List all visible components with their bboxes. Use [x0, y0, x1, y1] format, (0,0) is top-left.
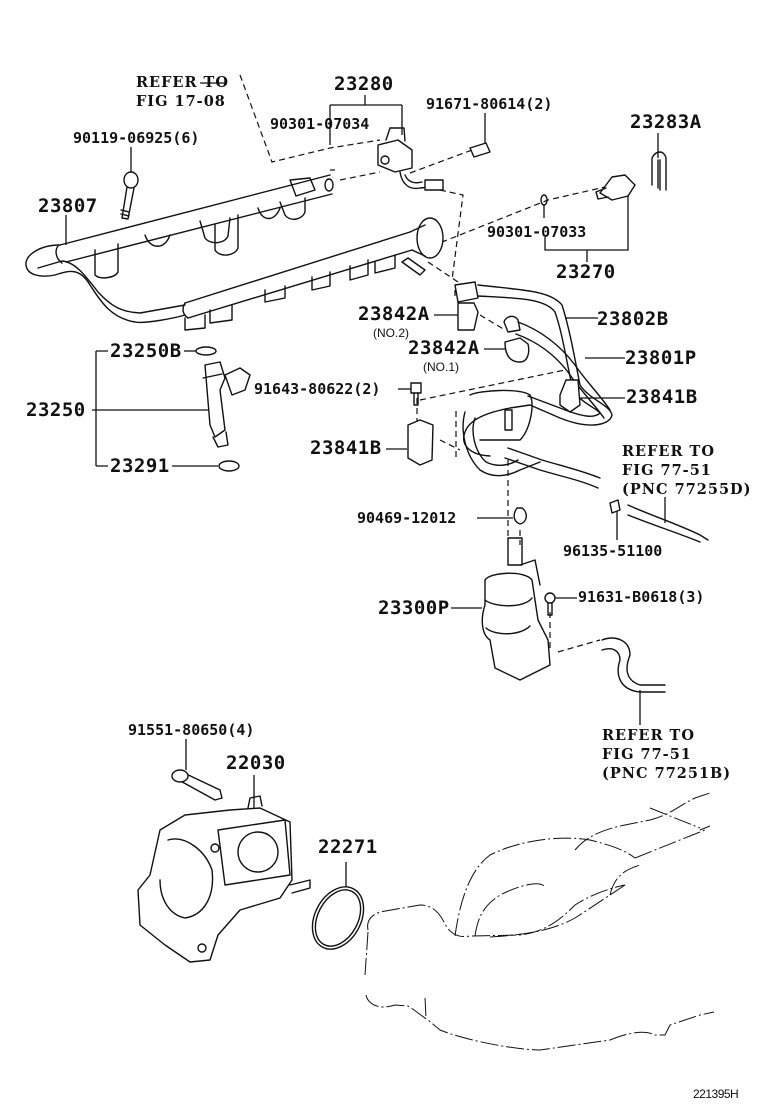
intake-manifold-outline — [364, 792, 715, 1051]
part-label-23280[interactable]: 23280 — [334, 73, 394, 95]
refer-line-1: REFER TO — [136, 74, 229, 91]
refer-line-3: (PNC 77251B) — [602, 765, 732, 782]
part-label-90469-12012[interactable]: 90469-12012 — [357, 509, 457, 527]
part-label-91631-B0618[interactable]: 91631-B0618(3) — [578, 588, 705, 606]
bolt-90119 — [120, 171, 139, 220]
hoses-clips — [513, 499, 709, 543]
throttle-body-22030 — [137, 769, 311, 963]
refer-line-2: FIG 17-08 — [136, 93, 226, 110]
fuel-injector-23250 — [195, 346, 251, 472]
part-label-23802B[interactable]: 23802B — [597, 308, 669, 330]
part-label-90301-07033[interactable]: 90301-07033 — [487, 223, 587, 241]
pressure-regulator-23280 — [324, 127, 667, 206]
part-label-23801P[interactable]: 23801P — [625, 347, 697, 369]
refer-fig-77-51-pnc-77255D-label: REFER TO FIG 77-51 (PNC 77255D) — [622, 442, 752, 499]
part-label-23250[interactable]: 23250 — [26, 399, 86, 421]
part-label-96135-51100[interactable]: 96135-51100 — [563, 542, 663, 560]
part-label-23841B-left[interactable]: 23841B — [310, 437, 382, 459]
part-label-22271[interactable]: 22271 — [318, 836, 378, 858]
part-label-91551-80650[interactable]: 91551-80650(4) — [128, 721, 255, 739]
part-label-23300P[interactable]: 23300P — [378, 597, 450, 619]
part-label-23250B[interactable]: 23250B — [110, 340, 182, 362]
part-label-23807[interactable]: 23807 — [38, 195, 98, 217]
part-label-23841B-right[interactable]: 23841B — [626, 386, 698, 408]
part-label-22030[interactable]: 22030 — [226, 752, 286, 774]
part-label-23291[interactable]: 23291 — [110, 455, 170, 477]
pulsation-damper-23300P — [481, 537, 666, 693]
figure-id: 221395H — [693, 1087, 739, 1101]
part-label-23842A-no2[interactable]: 23842A — [358, 303, 430, 325]
part-label-91671-80614[interactable]: 91671-80614(2) — [426, 95, 553, 113]
part-label-90119-06925[interactable]: 90119-06925(6) — [73, 129, 200, 147]
part-label-23283A[interactable]: 23283A — [630, 111, 702, 133]
refer-line-1: REFER TO — [602, 727, 695, 744]
part-note-no2: (NO.2) — [373, 326, 409, 340]
refer-line-2: FIG 77-51 — [622, 462, 712, 479]
part-label-91643-80622[interactable]: 91643-80622(2) — [254, 380, 381, 398]
fuel-pipes — [407, 281, 613, 489]
refer-line-1: REFER TO — [622, 443, 715, 460]
part-note-no1: (NO.1) — [423, 360, 459, 374]
part-label-23842A-no1[interactable]: 23842A — [408, 337, 480, 359]
fuel-rail-23807 — [25, 174, 444, 331]
leader-lines — [65, 82, 666, 887]
refer-line-3: (PNC 77255D) — [622, 481, 752, 498]
refer-line-2: FIG 77-51 — [602, 746, 692, 763]
refer-fig-77-51-pnc-77251B-label: REFER TO FIG 77-51 (PNC 77251B) — [602, 726, 731, 783]
part-label-90301-07034[interactable]: 90301-07034 — [270, 115, 370, 133]
gasket-22271 — [311, 886, 365, 950]
part-label-23270[interactable]: 23270 — [556, 261, 616, 283]
refer-fig-17-08-label: REFER TO FIG 17-08 — [136, 73, 229, 111]
